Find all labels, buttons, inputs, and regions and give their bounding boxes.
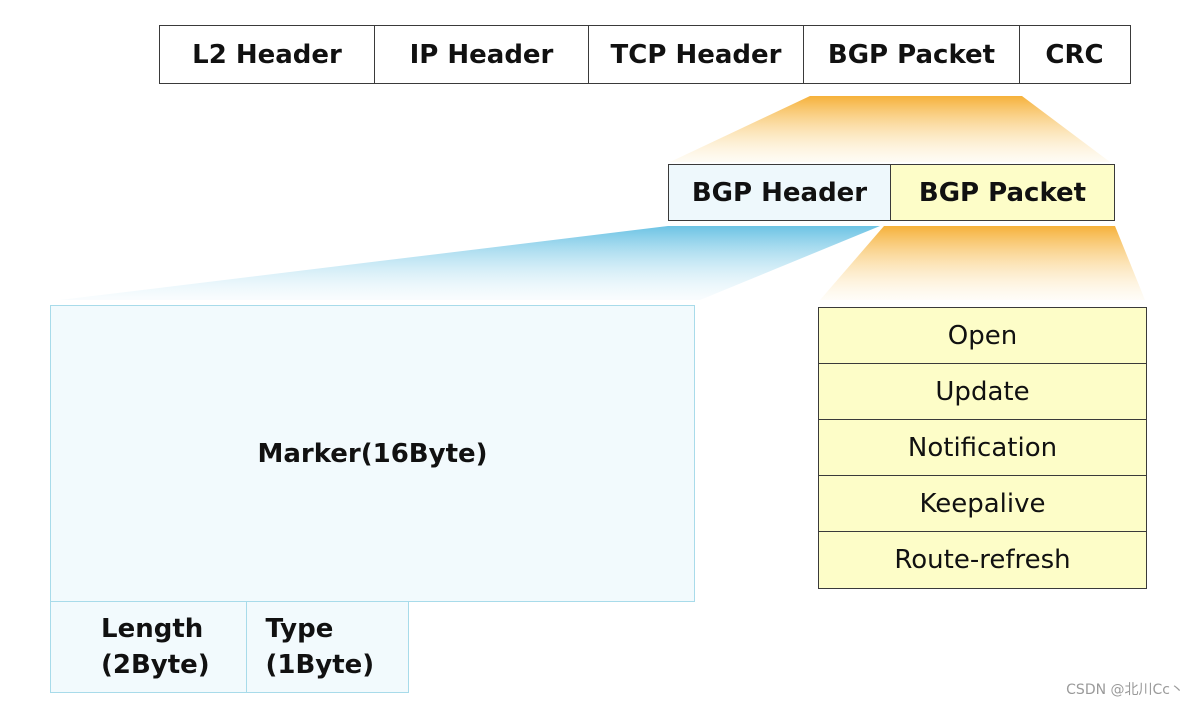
marker-label: Marker(16Byte) (257, 438, 488, 469)
length-size: (2Byte) (101, 650, 210, 680)
type-size: (1Byte) (265, 650, 375, 680)
message-type-keepalive: Keepalive (819, 476, 1146, 532)
bgp-message-types: Open Update Notification Keepalive Route… (818, 307, 1147, 589)
bgp-header-segment: BGP Header (669, 165, 891, 220)
crc-segment: CRC (1045, 39, 1104, 70)
packet-frame: L2 Header IP Header TCP Header BGP Packe… (159, 25, 1131, 84)
message-type-open: Open (819, 308, 1146, 364)
length-field: Length (2Byte) (50, 601, 247, 693)
bgp-packet-segment: BGP Packet (804, 26, 1020, 83)
l2-header-segment: L2 Header (160, 26, 375, 83)
message-type-notification: Notification (819, 420, 1146, 476)
message-type-route-refresh: Route-refresh (894, 545, 1071, 575)
ip-header-segment: IP Header (375, 26, 589, 83)
type-field: Type (1Byte) (245, 601, 409, 693)
type-label: Type (265, 614, 334, 644)
bgp-packet-funnel (670, 96, 1110, 162)
bgp-header-funnel (60, 226, 880, 300)
message-type-update: Update (819, 364, 1146, 420)
bgp-payload-segment: BGP Packet (891, 165, 1114, 220)
watermark: CSDN @北川Cc丶 (1066, 682, 1184, 698)
tcp-header-segment: TCP Header (589, 26, 804, 83)
bgp-packet-structure: BGP Header BGP Packet (668, 164, 1115, 221)
length-type-row: Length (2Byte) Type (1Byte) (50, 601, 409, 693)
marker-field: Marker(16Byte) (50, 305, 695, 602)
bgp-message-funnel (820, 226, 1145, 300)
length-label: Length (101, 614, 204, 644)
